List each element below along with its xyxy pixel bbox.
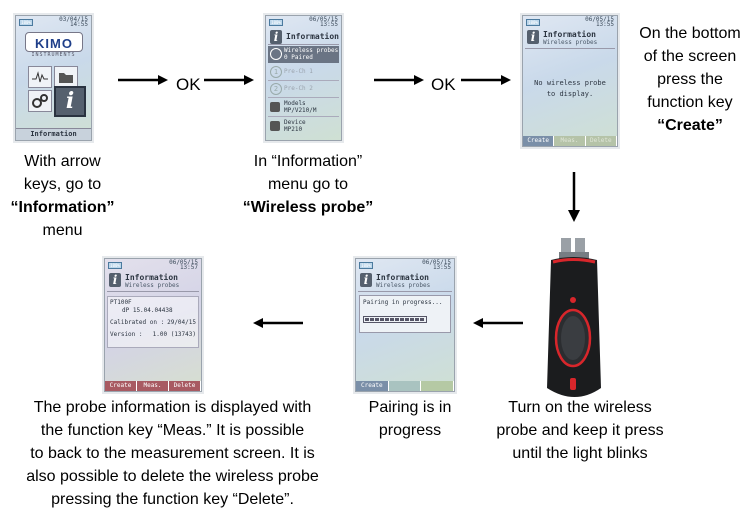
arrow-right-1 <box>118 75 168 85</box>
screen-title: Information <box>376 273 429 282</box>
screen-header: i Information <box>268 28 339 45</box>
date-text: 03/04/15 <box>59 16 88 23</box>
menu-row-channel-2[interactable]: 2 Pre-Ch 2 <box>268 81 339 98</box>
calibrated-value: 29/04/15 <box>167 319 196 326</box>
pairing-panel: Pairing in progress... <box>359 295 451 333</box>
menu-tile-information[interactable]: i <box>54 86 86 117</box>
gears-icon <box>32 94 48 108</box>
date-text: 06/05/15 <box>309 16 338 23</box>
menu-tile-settings[interactable] <box>28 90 52 112</box>
caption-step-2-line-1: In “Information” <box>253 153 363 170</box>
arrow-left-1 <box>473 318 523 328</box>
time-text: 13:55 <box>432 264 451 271</box>
ok-label-2: OK <box>431 75 456 94</box>
screen-title: Information <box>125 273 178 282</box>
battery-icon: 100% <box>269 19 283 26</box>
screen-subtitle: Wireless probes <box>125 282 180 289</box>
function-keys: Create Meas. Delete <box>523 136 617 146</box>
fkey-create[interactable]: Create <box>356 381 389 391</box>
fkey-3[interactable] <box>421 381 454 391</box>
time-text: 13:55 <box>595 21 614 28</box>
info-icon: i <box>360 273 372 287</box>
probe-id: dP 15.04.04438 <box>122 307 173 314</box>
fkey-2[interactable] <box>388 381 422 391</box>
info-icon: i <box>527 30 539 44</box>
screen-header: i Information Wireless probes <box>107 271 199 292</box>
menu-tile-measurement[interactable] <box>28 66 52 88</box>
fkey-meas[interactable]: Meas. <box>554 136 586 146</box>
caption-step-3: On the bottom of the screen press the fu… <box>639 25 741 134</box>
fkey-create[interactable]: Create <box>523 136 555 146</box>
screen-title: Information <box>286 32 339 41</box>
menu-row-device[interactable]: Device MP210 <box>268 118 339 135</box>
model-icon <box>270 102 280 112</box>
waveform-icon <box>32 71 48 83</box>
screen-title: Information <box>543 30 596 39</box>
progress-bar <box>363 316 427 323</box>
date-text: 06/05/15 <box>422 259 451 266</box>
fkey-create[interactable]: Create <box>105 381 137 391</box>
caption-step-6: The probe information is displayed with … <box>26 399 319 508</box>
battery-icon: 100% <box>526 19 540 26</box>
time-text: 13:57 <box>179 264 198 271</box>
battery-icon: 100% <box>19 19 33 26</box>
fkey-delete[interactable]: Delete <box>585 136 617 146</box>
empty-message: No wireless probe to display. <box>534 79 606 98</box>
caption-step-2: In “Information” menu go to “Wireless pr… <box>242 153 374 216</box>
menu-row-models[interactable]: Models MP/V210/M <box>268 99 339 117</box>
date-text: 06/05/15 <box>169 259 198 266</box>
battery-icon: 100% <box>359 262 373 269</box>
screen-header: i Information Wireless probes <box>358 271 452 292</box>
caption-step-5: Pairing is in progress <box>368 399 452 439</box>
caption-step-1: With arrow keys, go to “Information” men… <box>10 153 115 239</box>
arrow-right-4 <box>461 75 511 85</box>
kimo-logo: KIMO <box>25 32 83 52</box>
device-icon <box>270 121 280 131</box>
channel-1-icon: 1 <box>270 66 282 78</box>
function-keys: Create Meas. Delete <box>105 381 201 391</box>
fkey-meas[interactable]: Meas. <box>137 381 169 391</box>
calibrated-label: Calibrated on : <box>110 319 165 326</box>
screen-footer-label: Information <box>16 128 91 140</box>
version-value: 1.00 (13743) <box>152 331 196 338</box>
folder-icon <box>59 73 73 83</box>
date-text: 06/05/15 <box>585 16 614 23</box>
arrow-right-2 <box>204 75 254 85</box>
menu-row-wireless-probes[interactable]: Wireless probes 0 Paired <box>268 46 339 63</box>
menu-tile-files[interactable] <box>54 66 78 88</box>
time-text: 13:55 <box>319 21 338 28</box>
arrow-down <box>568 172 580 222</box>
info-icon: i <box>65 88 75 114</box>
function-keys: Create <box>356 381 454 391</box>
ok-label-1: OK <box>176 75 201 94</box>
info-icon: i <box>109 273 121 287</box>
arrow-right-3 <box>374 75 424 85</box>
version-label: Version : <box>110 331 143 338</box>
screen-subtitle: Wireless probes <box>543 39 598 46</box>
logo-subtitle: INSTRUMENTS <box>31 52 76 58</box>
pairing-status: Pairing in progress... <box>363 299 443 306</box>
screen-header: i Information Wireless probes <box>525 28 615 49</box>
caption-step-4: Turn on the wireless probe and keep it p… <box>496 399 664 462</box>
battery-icon: 100% <box>108 262 122 269</box>
wireless-icon <box>270 48 282 60</box>
probe-name: PT100F <box>110 299 132 306</box>
fkey-delete[interactable]: Delete <box>169 381 201 391</box>
menu-row-channel-1[interactable]: 1 Pre-Ch 1 <box>268 64 339 81</box>
info-icon: i <box>270 30 282 44</box>
channel-2-icon: 2 <box>270 83 282 95</box>
screen-subtitle: Wireless probes <box>376 282 431 289</box>
probe-panel: PT100F dP 15.04.04438 Calibrated on : 29… <box>107 296 199 348</box>
arrow-left-2 <box>253 318 303 328</box>
wireless-probe-device <box>547 238 601 397</box>
time-text: 14:55 <box>69 21 88 28</box>
